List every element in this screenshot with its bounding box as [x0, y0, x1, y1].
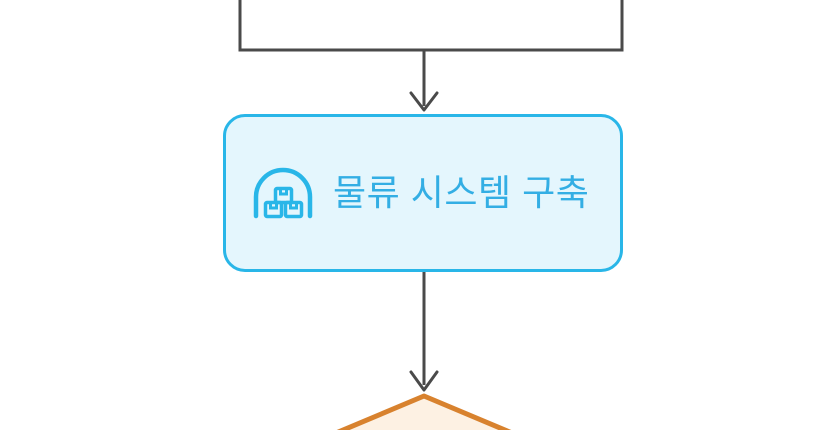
node-process-logistics[interactable]: 물류 시스템 구축 [223, 114, 623, 272]
connector-process-to-decision[interactable] [409, 272, 439, 392]
arrowhead-down-icon [409, 370, 439, 392]
connector-rect-to-process[interactable] [409, 50, 439, 112]
node-top-rectangle[interactable] [238, 0, 624, 52]
node-decision-diamond[interactable] [248, 393, 600, 430]
warehouse-boxes-icon [253, 167, 313, 219]
node-process-label: 물류 시스템 구축 [333, 172, 590, 213]
arrowhead-down-icon [409, 91, 439, 112]
